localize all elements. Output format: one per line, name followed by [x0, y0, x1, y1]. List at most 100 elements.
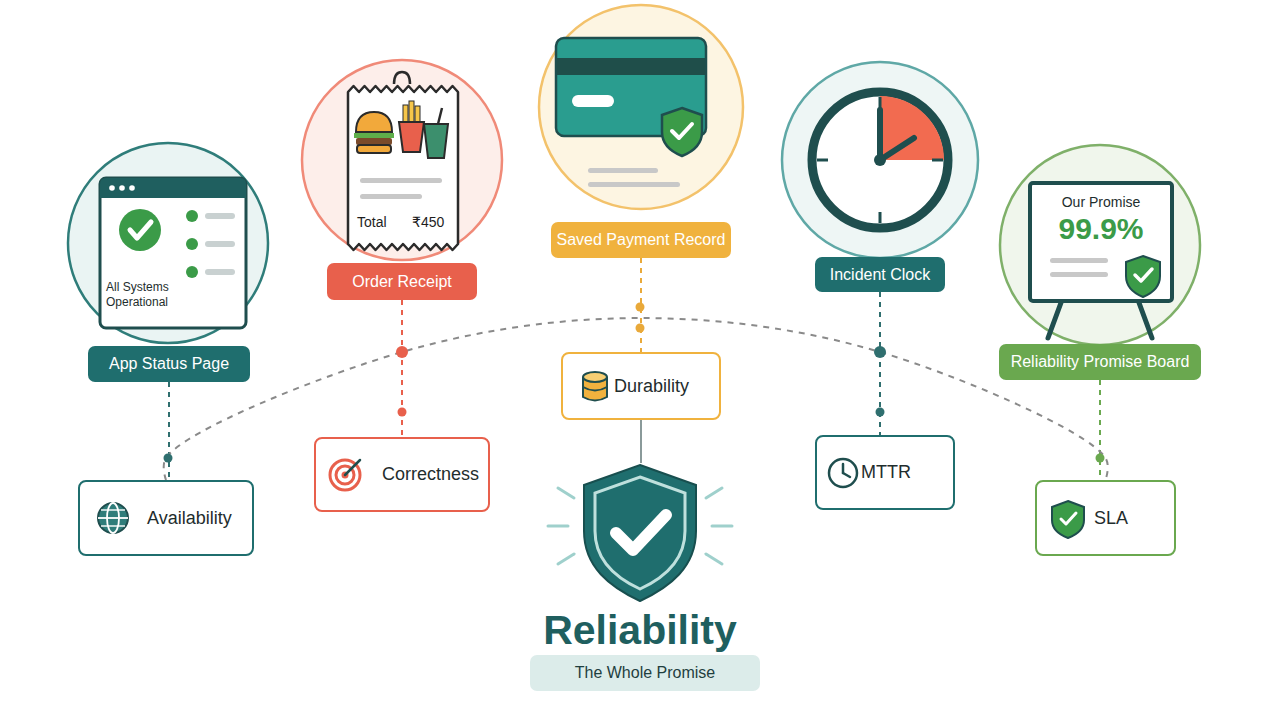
- receipt-hanger: [394, 72, 410, 84]
- record-line: [588, 168, 658, 173]
- node-text: Durability: [614, 376, 689, 397]
- shield-icon: [662, 108, 702, 156]
- check-mark: [130, 222, 151, 238]
- illustration-circle: [539, 5, 743, 209]
- node-text: Saved Payment Record: [557, 231, 726, 249]
- globe-icon: [98, 503, 128, 533]
- easel-leg: [1138, 300, 1152, 338]
- status-check: [119, 209, 161, 251]
- connector-dot: [876, 408, 885, 417]
- target-arrow: [345, 460, 360, 475]
- connector-dot: [398, 408, 407, 417]
- shield-icon: [1052, 501, 1084, 538]
- check-mark: [1061, 513, 1076, 524]
- burger-bun: [356, 112, 392, 132]
- status-line: [205, 241, 235, 247]
- shield-icon: [1126, 256, 1160, 297]
- target-center: [342, 472, 349, 479]
- connector-dot: [396, 346, 408, 358]
- subtitle-pill: The Whole Promise: [530, 655, 760, 691]
- glow-ray: [706, 488, 722, 498]
- glow-ray: [548, 525, 568, 528]
- illustration-circle: [302, 60, 502, 260]
- illustration-circle: [782, 62, 978, 258]
- clock-hand: [880, 138, 914, 160]
- caption-pill: Incident Clock: [815, 257, 945, 292]
- node-text: Availability: [147, 508, 232, 529]
- board-line: [1050, 258, 1108, 263]
- caption-pill: Order Receipt: [327, 263, 477, 300]
- connector-line: [401, 300, 403, 437]
- connector-line: [1099, 380, 1101, 480]
- reliability-shield: Reliability: [520, 463, 760, 653]
- status-text: All Systems Operational: [106, 280, 190, 310]
- node-text: MTTR: [861, 462, 911, 483]
- database-top: [583, 372, 607, 382]
- easel-leg: [1048, 300, 1062, 338]
- clock-tick: [932, 159, 943, 162]
- connector-line: [879, 292, 881, 435]
- connector-dot: [874, 346, 886, 358]
- globe-latitude: [101, 509, 125, 510]
- card-stripe: [557, 58, 705, 75]
- status-line: [205, 213, 235, 219]
- clock-center: [874, 154, 886, 166]
- drink-cup: [424, 124, 448, 158]
- status-dot: [186, 266, 198, 278]
- clock-tick: [879, 97, 882, 108]
- receipt-line: [360, 178, 442, 183]
- node-text: Order Receipt: [352, 273, 452, 291]
- shield-shape: [584, 465, 696, 601]
- dashed-arc: [164, 318, 1108, 480]
- burger-patty: [356, 138, 392, 145]
- clock-hand: [877, 110, 883, 160]
- connector-dot: [636, 324, 645, 333]
- check-mark: [616, 515, 666, 550]
- connector-dot: [1096, 454, 1105, 463]
- status-line: [205, 269, 235, 275]
- burger-bun: [357, 145, 391, 153]
- record-line: [588, 182, 680, 187]
- receipt-line: [360, 194, 422, 199]
- globe-latitude: [101, 525, 125, 526]
- check-mark: [1135, 269, 1152, 281]
- glow-ray: [558, 554, 574, 564]
- clock-icon: [829, 459, 857, 487]
- database-icon: [583, 377, 607, 401]
- glow-ray: [558, 488, 574, 498]
- node-text: Reliability Promise Board: [1011, 353, 1190, 371]
- target-icon: [330, 460, 360, 490]
- concept-box: Durability: [561, 352, 721, 420]
- drink-straw: [438, 108, 442, 124]
- concept-box: SLA: [1035, 480, 1176, 556]
- clock-tick: [879, 212, 882, 223]
- burger-lettuce: [354, 133, 394, 138]
- status-dot: [186, 210, 198, 222]
- database-band: [583, 387, 607, 391]
- node-text: Correctness: [382, 464, 479, 485]
- receipt-paper: [348, 86, 458, 250]
- concept-box: Availability: [78, 480, 254, 556]
- status-dot: [186, 238, 198, 250]
- clock-wedge: [880, 96, 944, 160]
- concept-box: Correctness: [314, 437, 490, 512]
- receipt-amount: ₹450: [412, 213, 458, 231]
- node-text: SLA: [1094, 508, 1128, 529]
- concept-box: MTTR: [815, 435, 955, 510]
- board-heading: Our Promise: [1036, 193, 1166, 211]
- illustration-circle: [1000, 145, 1200, 345]
- caption-pill: Reliability Promise Board: [999, 344, 1201, 380]
- illustration-circle: [68, 143, 268, 343]
- target-ring: [336, 466, 354, 484]
- connector-line: [168, 382, 170, 480]
- globe-equator: [98, 517, 128, 519]
- connector-dot: [164, 454, 173, 463]
- browser-bar: [100, 178, 246, 198]
- fries-box: [399, 122, 424, 152]
- globe-meridian: [107, 503, 119, 533]
- browser-dot: [109, 185, 115, 191]
